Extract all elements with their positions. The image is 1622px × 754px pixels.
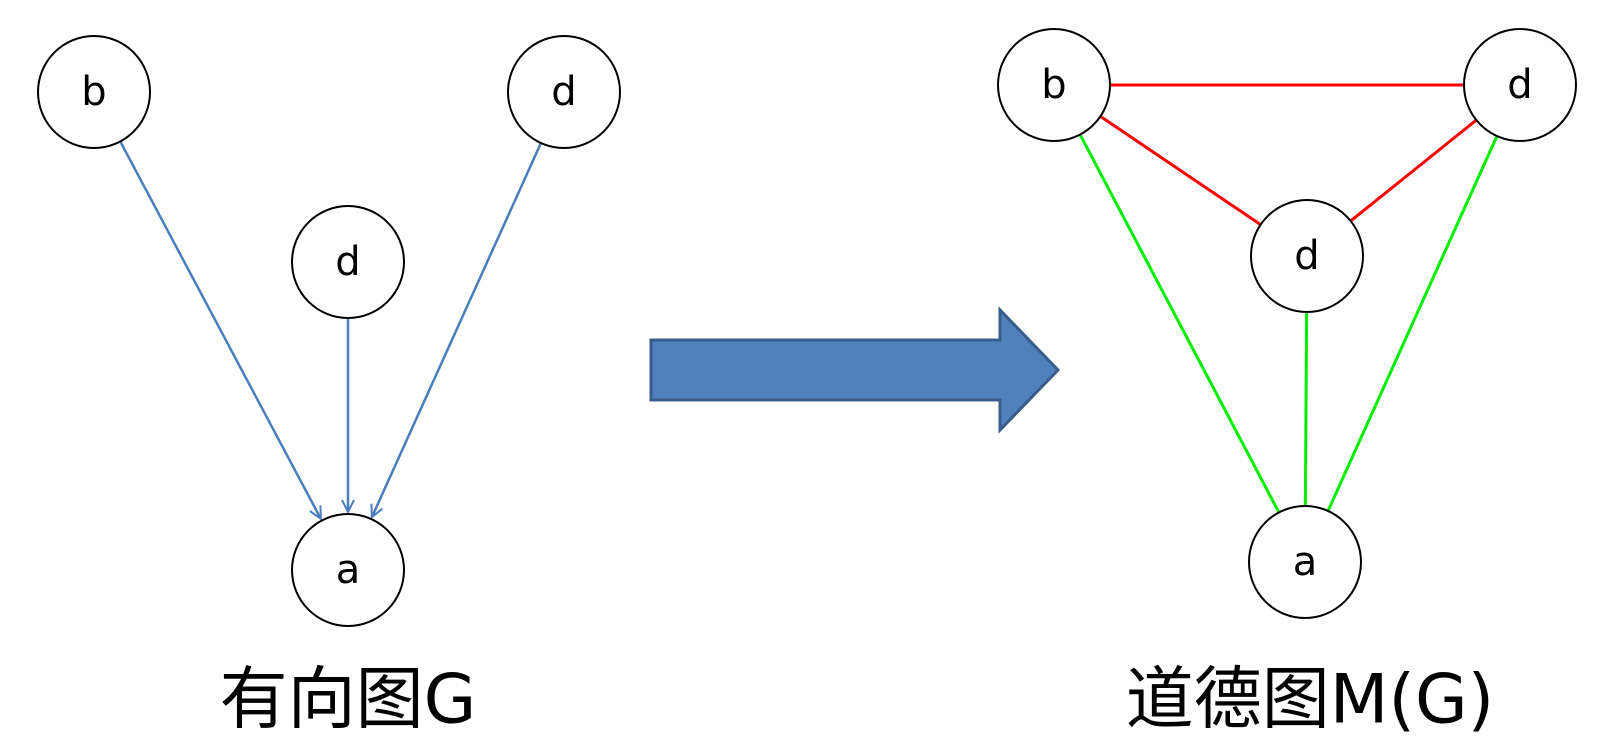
left-edge-b-a [119,140,322,518]
right-graph-caption: 道德图M(G) [1126,661,1494,740]
left-edge-d_top-a [372,142,543,517]
left-node-label-d_top: d [551,69,576,115]
right-node-d_mid [1250,199,1364,313]
right-graph-nodes: b d d a [997,28,1577,619]
right-edge-d_top-a [1326,135,1499,512]
right-node-label-d_mid: d [1294,233,1319,279]
right-graph-edges [1078,83,1499,514]
left-graph-edges [119,140,543,518]
left-node-label-d_mid: d [335,239,360,285]
left-node-d_mid [291,205,405,319]
right-node-a [1248,505,1362,619]
right-node-d_top [1463,28,1577,142]
right-node-label-b: b [1041,62,1066,108]
right-edge-d_mid-d_top [1349,118,1478,223]
left-graph-nodes: b d d a [37,35,621,627]
left-node-label-a: a [336,547,361,593]
transform-arrow [649,306,1061,434]
left-node-d_top [507,35,621,149]
right-edge-b-a [1078,133,1281,514]
right-edge-b-d_mid [1099,115,1262,226]
left-graph-caption: 有向图G [220,661,477,740]
right-node-label-a: a [1293,539,1318,585]
right-node-b [997,28,1111,142]
right-edge-d_mid-a [1303,311,1309,507]
left-node-label-b: b [81,69,106,115]
right-node-label-d_top: d [1507,62,1532,108]
left-node-a [291,513,405,627]
left-node-b [37,35,151,149]
